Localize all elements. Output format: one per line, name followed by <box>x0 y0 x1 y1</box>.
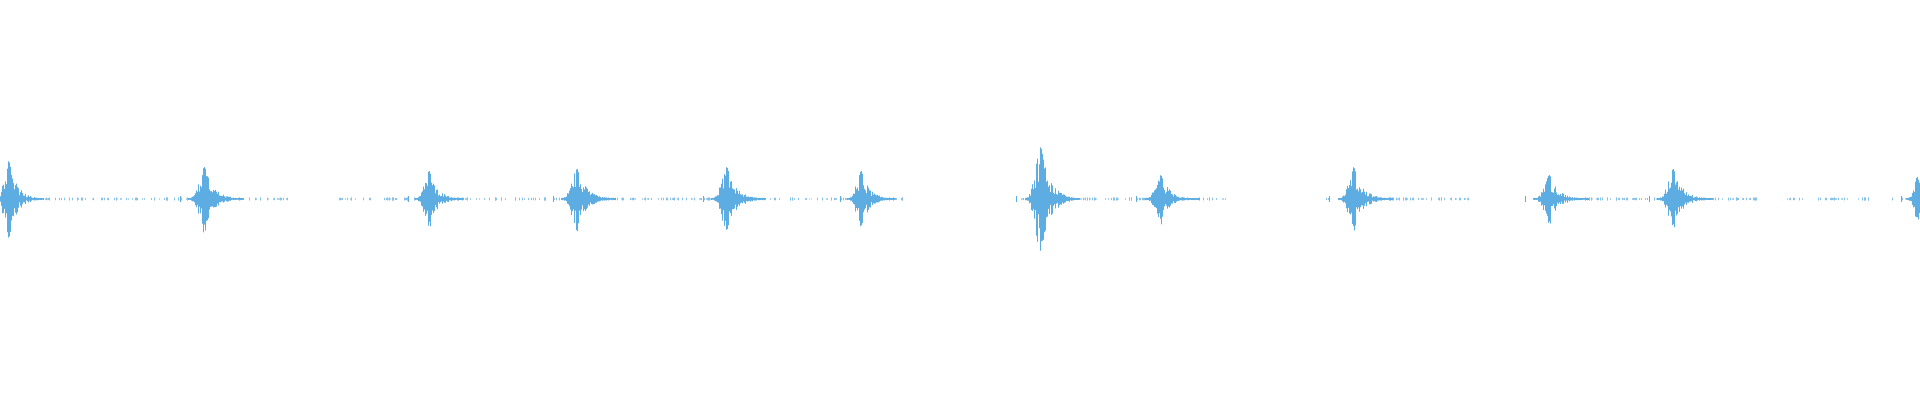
waveform-burst-12 <box>1901 177 1920 220</box>
waveform-burst-5 <box>703 167 766 230</box>
waveform-baseline <box>1 197 1917 201</box>
waveform-burst-7 <box>1016 147 1080 251</box>
waveform-burst-6 <box>840 171 896 227</box>
waveform-burst-2 <box>180 167 244 233</box>
waveform-burst-8 <box>1136 175 1200 225</box>
waveform-burst-9 <box>1329 167 1393 231</box>
waveform-burst-1 <box>0 161 44 238</box>
waveform-burst-10 <box>1525 175 1589 224</box>
waveform-burst-11 <box>1649 169 1713 228</box>
waveform-trace <box>0 147 1920 251</box>
waveform-burst-4 <box>553 169 616 232</box>
waveform-burst-3 <box>408 171 464 227</box>
